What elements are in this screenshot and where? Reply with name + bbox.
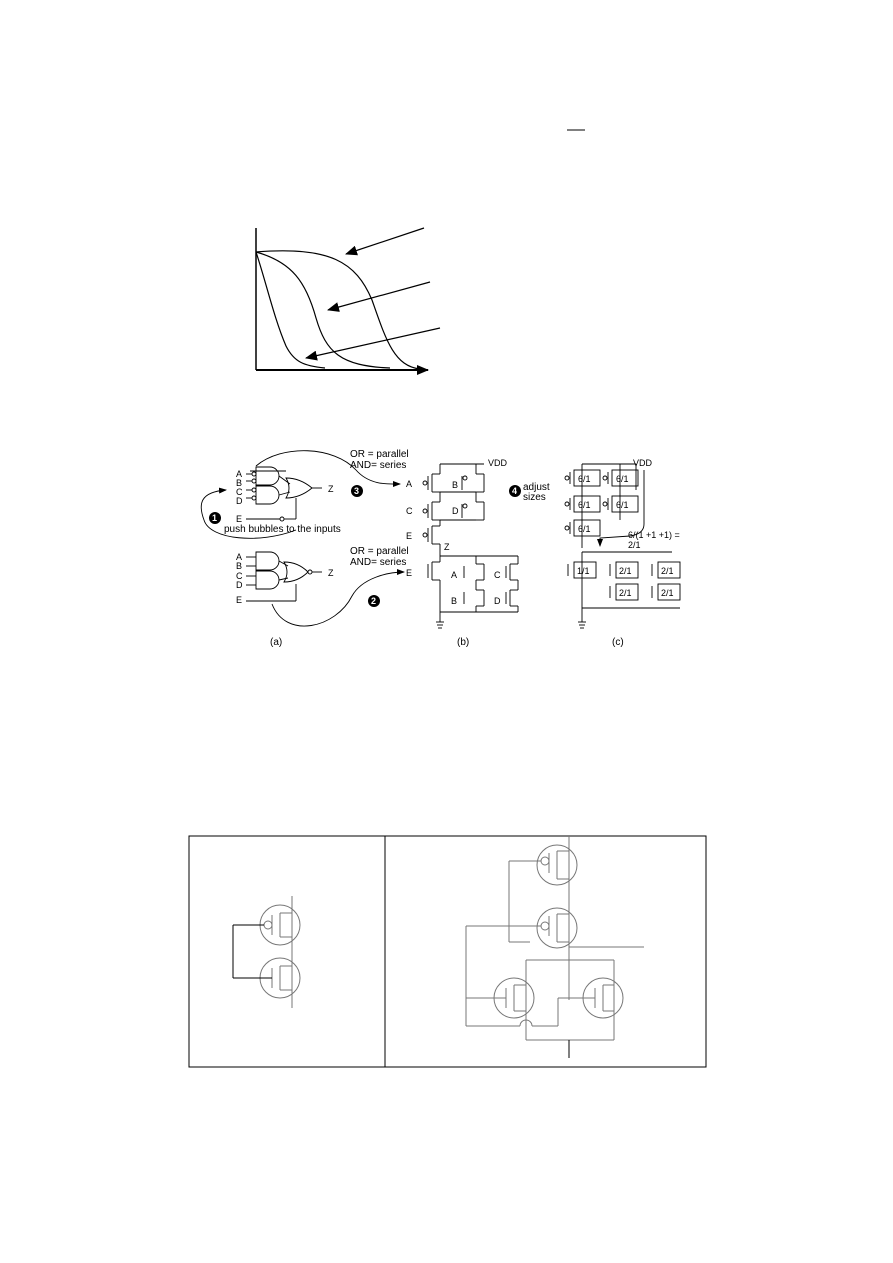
input-a-top: A [236,469,242,479]
pull-up-network-b [422,463,485,556]
size-n-b: 2/1 [619,588,632,598]
right-panel-transistors [465,836,644,1058]
curve-right [255,250,421,370]
caption-b: (b) [457,637,469,648]
size-p-top-left: 6/1 [578,474,591,484]
pointer-arrow-2 [327,281,431,312]
curve-middle [255,251,391,369]
adjust-sizes-line-2: sizes [523,492,546,503]
push-bubbles-label: push bubbles to the inputs [224,524,341,535]
size-n-c: 2/1 [661,566,674,576]
size-p-top-right: 6/1 [616,474,629,484]
size-n-a: 2/1 [619,566,632,576]
nmos-d-label: D [494,596,501,606]
pointer-arrow-3 [305,327,441,361]
bubble-pushing-figure: A B C D E Z A B C D E Z [200,450,681,629]
pmos-symbol-top [536,844,578,886]
step-marker-2-label: 2 [371,596,376,606]
vdd-label-c: VDD [633,458,653,468]
pmos-b-label: B [452,480,458,490]
sizing-formula-line-2: 2/1 [628,540,641,550]
input-a-bottom: A [236,552,242,562]
step-marker-4 [509,485,521,497]
input-d-bottom: D [236,580,243,590]
input-b-top: B [236,478,242,488]
pmos-symbol-middle [536,907,578,949]
arrow-step-2 [271,569,405,627]
input-b-bottom: B [236,561,242,571]
gate-network-bottom [246,551,322,602]
curve-left [255,251,326,369]
caption-c: (c) [612,637,624,648]
output-z-b: Z [444,542,450,552]
size-p-e: 6/1 [578,524,591,534]
size-n-e: 1/1 [577,566,590,576]
size-p-mid-left: 6/1 [578,500,591,510]
input-d-top: D [236,496,243,506]
pmos-e-label: E [406,531,412,541]
step-marker-4-label: 4 [512,486,517,496]
size-p-mid-right: 6/1 [616,500,629,510]
or-parallel-label-2: OR = parallel [350,546,409,557]
nmos-a-label: A [451,570,457,580]
pmos-d-label: D [452,506,459,516]
input-c-bottom: C [236,571,243,581]
input-c-top: C [236,487,243,497]
input-e-bottom: E [236,595,242,605]
pmos-a-label: A [406,479,412,489]
caption-a: (a) [270,637,282,648]
step-marker-3 [351,485,363,497]
nmos-c-label: C [494,570,501,580]
size-n-d: 2/1 [661,588,674,598]
or-parallel-label-1: OR = parallel [350,449,409,460]
and-series-label-1: AND= series [350,460,406,471]
arrow-step-1 [200,487,297,539]
pointer-arrow-1 [345,227,425,256]
and-series-label-2: AND= series [350,557,406,568]
transistor-symbol-figure [188,835,707,1068]
transfer-curves-graph [255,227,441,375]
vdd-label-b: VDD [488,458,508,468]
nmos-b-label: B [451,596,457,606]
pull-down-network-b [427,555,519,629]
gate-network-top [246,466,322,522]
pmos-bubble-left [263,920,273,930]
pmos-c-label: C [406,506,413,516]
sized-network-c [564,463,681,629]
step-marker-1 [209,512,221,524]
step-marker-3-label: 3 [354,486,359,496]
arrow-step-3 [255,450,401,488]
input-e-top: E [236,514,242,524]
sizing-formula-line-1: 6/(1 +1 +1) = [628,530,680,540]
figure-frame [188,835,707,1068]
adjust-sizes-line-1: adjust [523,482,550,493]
nmos-e-label: E [406,568,412,578]
output-z-top: Z [328,484,334,494]
step-marker-2 [368,595,380,607]
output-z-bottom: Z [328,568,334,578]
step-marker-1-label: 1 [212,513,217,523]
left-panel-transistors [232,896,301,1008]
